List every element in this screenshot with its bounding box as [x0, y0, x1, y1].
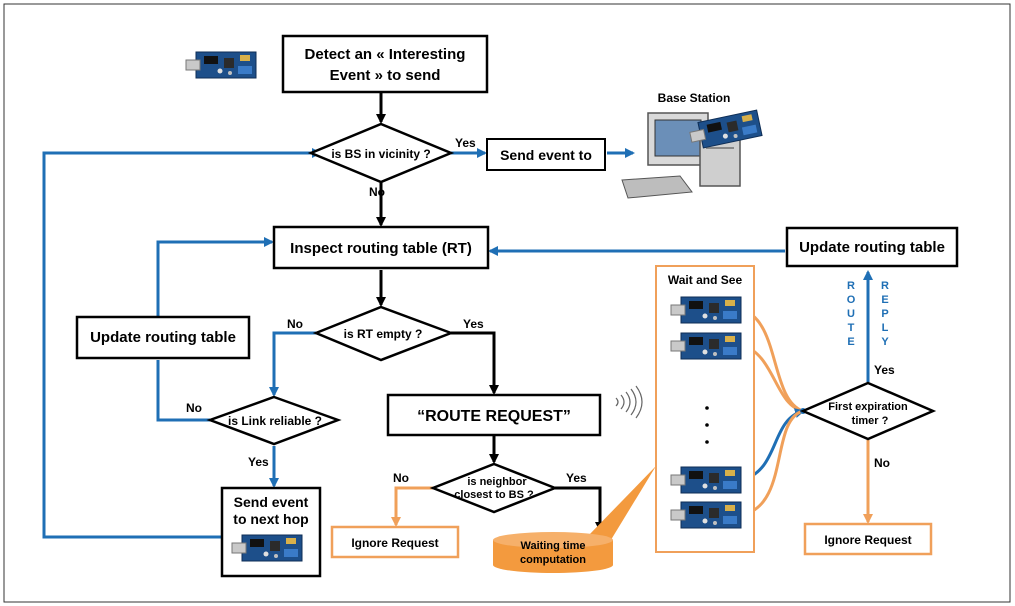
rt-no-label: No: [287, 317, 303, 331]
waiting-node-board-4: [670, 501, 742, 529]
send-next-hop-line2: to next hop: [233, 511, 308, 527]
svg-text:E: E: [847, 336, 854, 348]
neighbor-closest-line2: closest to BS ?: [454, 489, 534, 501]
rt-empty-diamond: [312, 305, 455, 362]
update-rt-right-box: [785, 226, 959, 268]
radio-waves-icon: [615, 385, 643, 419]
update-rt-left-label: Update routing table: [90, 329, 236, 346]
detect-event-box: [281, 34, 489, 94]
svg-text:R: R: [881, 280, 889, 292]
callout-wedge: [588, 466, 656, 548]
neighbor-closest-diamond: [429, 462, 559, 514]
base-station-label: Base Station: [658, 91, 731, 105]
svg-text:P: P: [881, 308, 888, 320]
curve-board-4: [741, 409, 804, 517]
inspect-rt-box: [272, 225, 490, 270]
timer-no-label: No: [874, 456, 890, 470]
svg-text:O: O: [847, 294, 856, 306]
edge-neighbor-yes: [555, 486, 605, 532]
first-expiration-diamond: [799, 381, 937, 441]
link-yes-label: Yes: [248, 455, 269, 469]
update-rt-right-label: Update routing table: [799, 239, 945, 256]
first-expiration-line2: timer ?: [852, 415, 889, 427]
ignore-request-right-label: Ignore Request: [824, 533, 911, 547]
bs-vicinity-diamond: [307, 122, 455, 184]
bs-yes-label: Yes: [455, 136, 476, 150]
ignore-request-right-box: [803, 522, 933, 556]
send-event-to-label: Send event to: [500, 147, 592, 163]
next-hop-board-icon: [231, 534, 303, 562]
svg-text:L: L: [882, 322, 889, 334]
waiting-node-board-3: [670, 466, 742, 494]
waiting-time-cylinder: [493, 532, 613, 573]
svg-text:E: E: [881, 294, 888, 306]
link-no-label: No: [186, 401, 202, 415]
outer-frame: [3, 3, 1011, 603]
edge-rt-yes: [451, 331, 499, 395]
update-rt-left-box: [75, 315, 251, 360]
waiting-time-line2: computation: [520, 554, 586, 566]
neighbor-closest-line1: is neighbor: [467, 476, 527, 488]
edge-rt-no: [269, 331, 316, 397]
sensor-board-icon: [185, 51, 257, 79]
send-event-to-box: [486, 138, 606, 171]
rt-empty-label: is RT empty ?: [344, 327, 423, 341]
svg-text:Y: Y: [881, 336, 889, 348]
route-request-box: [386, 393, 602, 437]
rt-yes-label: Yes: [463, 317, 484, 331]
detect-event-line2: Event » to send: [330, 67, 441, 84]
svg-text:T: T: [848, 322, 855, 334]
detect-event-line1: Detect an « Interesting: [305, 46, 466, 63]
ignore-request-left-box: [330, 525, 460, 559]
ellipsis-dots: [705, 406, 709, 444]
ignore-request-left-label: Ignore Request: [351, 536, 438, 550]
neighbor-yes-label: Yes: [566, 471, 587, 485]
route-request-label: “ROUTE REQUEST”: [417, 408, 571, 425]
first-expiration-line1: First expiration: [828, 401, 908, 413]
inspect-rt-label: Inspect routing table (RT): [290, 240, 472, 257]
svg-text:U: U: [847, 308, 855, 320]
neighbor-no-label: No: [393, 471, 409, 485]
waiting-time-line1: Waiting time: [521, 540, 586, 552]
send-next-hop-line1: Send event: [234, 494, 309, 510]
route-vertical-label: R O U T E: [847, 280, 856, 348]
edge-link-no: [156, 360, 210, 422]
bs-vicinity-label: is BS in vicinity ?: [331, 147, 430, 161]
bs-no-label: No: [369, 185, 385, 199]
wait-and-see-label: Wait and See: [668, 273, 743, 287]
edge-neighbor-no: [391, 486, 433, 527]
link-reliable-label: is Link reliable ?: [228, 414, 322, 428]
waiting-node-board-2: [670, 332, 742, 360]
link-reliable-diamond: [206, 395, 342, 446]
timer-yes-label: Yes: [874, 363, 895, 377]
svg-text:R: R: [847, 280, 855, 292]
base-station-computer-icon: [621, 109, 763, 199]
waiting-node-board-1: [670, 296, 742, 324]
edge-update-left-to-inspect: [156, 237, 274, 322]
reply-vertical-label: R E P L Y: [881, 280, 889, 348]
edge-loop-back: [42, 148, 322, 539]
